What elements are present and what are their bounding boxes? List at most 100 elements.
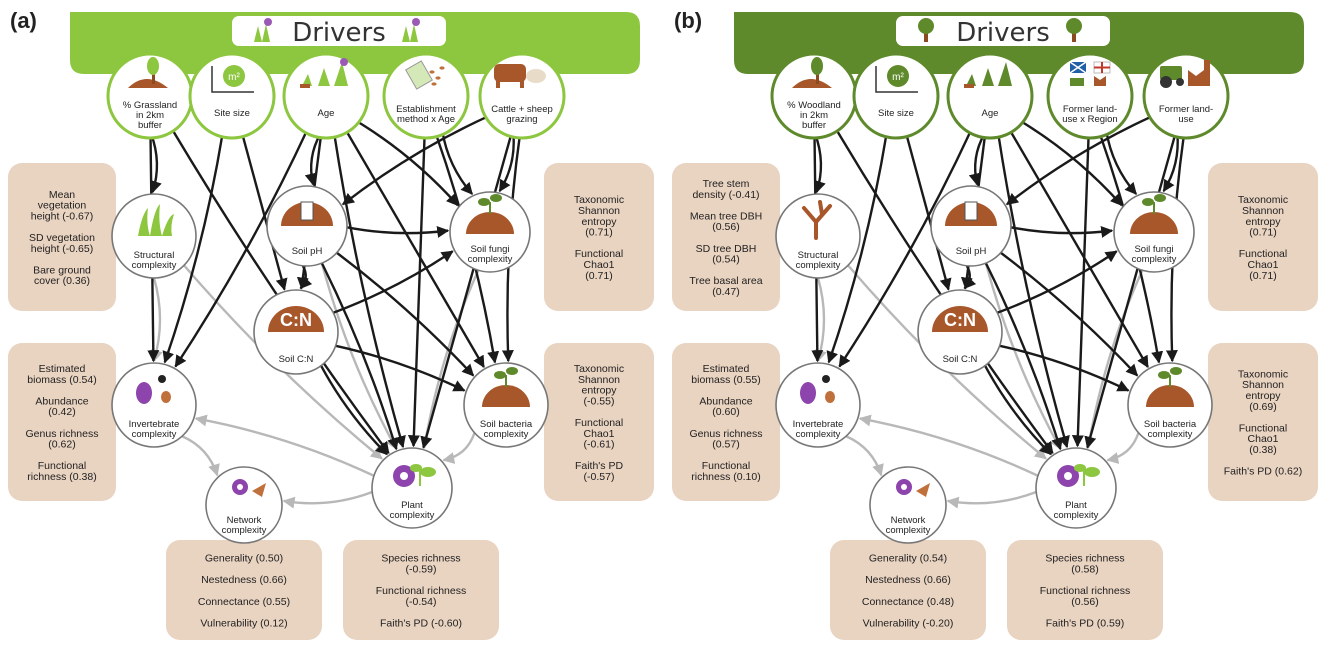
flower-grass-icon <box>402 18 420 42</box>
path-driver <box>332 132 406 449</box>
box-soil-fungi-text: (0.71) <box>585 270 612 282</box>
box-soil-bacteria: TaxonomicShannonentropy(-0.55)Functional… <box>544 343 654 501</box>
path-driver <box>838 128 973 368</box>
insects-icon <box>800 375 835 404</box>
node-soil-ph-label: Soil pH <box>956 246 987 257</box>
box-soil-bacteria-text: Taxonomic <box>574 363 624 375</box>
box-structural-text: height (-0.67) <box>31 210 93 222</box>
cattle-sheep-icon <box>494 64 546 88</box>
box-structural-text: (0.56) <box>712 221 739 233</box>
box-soil-fungi: TaxonomicShannonentropy(0.71)FunctionalC… <box>544 163 654 311</box>
node-soil-ph: Soil pH <box>930 185 1012 267</box>
path-light <box>194 414 375 477</box>
driver-woodland-label: in 2km <box>800 110 828 121</box>
path-light <box>282 490 373 509</box>
box-invertebrate-text: (0.60) <box>712 406 739 418</box>
box-invertebrate-text: Abundance <box>35 395 88 407</box>
woodland-icon <box>792 57 832 88</box>
path-light <box>151 277 163 363</box>
path-light <box>320 262 398 451</box>
box-plant-text: (0.58) <box>1071 563 1098 575</box>
box-structural-text: Bare ground <box>33 264 91 276</box>
node-soil-bacteria-label: Soil bacteria <box>480 419 533 430</box>
flower-grass-icon <box>254 18 272 42</box>
path-driver <box>420 132 513 449</box>
path-light <box>181 435 220 477</box>
box-invertebrate-text: Estimated <box>39 363 86 375</box>
box-network-text: Connectance (0.55) <box>198 596 290 608</box>
path-soil <box>999 344 1130 392</box>
box-structural-text: (0.54) <box>712 254 739 266</box>
box-soil-fungi-text: entropy <box>1245 216 1281 228</box>
path-light <box>845 435 884 477</box>
path-driver <box>174 128 309 368</box>
path-driver <box>1005 114 1154 206</box>
path-driver <box>1104 130 1138 195</box>
driver-landuse: Former land-use <box>1142 52 1230 140</box>
box-plant-text: Functional richness <box>1040 585 1130 597</box>
path-soil <box>984 262 1063 451</box>
path-driver <box>1071 133 1090 448</box>
soil-fungi-icon <box>1130 194 1178 234</box>
path-light <box>946 490 1037 509</box>
box-invertebrate-text: biomass (0.55) <box>691 374 760 386</box>
box-soil-fungi-text: Chao1 <box>584 259 615 271</box>
box-soil-fungi-text: Chao1 <box>1248 259 1279 271</box>
path-light <box>442 432 476 464</box>
box-network: Generality (0.54)Nestedness (0.66)Connec… <box>830 540 986 640</box>
path-driver <box>440 130 474 195</box>
path-soil <box>336 251 475 377</box>
path-driver <box>498 132 515 193</box>
node-soil-fungi-label: complexity <box>1132 254 1177 265</box>
box-structural-text: cover (0.36) <box>34 275 90 287</box>
box-soil-bacteria: TaxonomicShannonentropy(0.69)FunctionalC… <box>1208 343 1318 501</box>
box-invertebrate-text: Genus richness <box>26 428 99 440</box>
box-invertebrate-text: Functional <box>702 460 750 472</box>
flower-butterfly-icon <box>232 479 266 497</box>
bare-tree-icon <box>802 200 832 240</box>
flower-leaf-icon <box>393 464 436 487</box>
driver-site-size-label: Site size <box>878 108 914 119</box>
tree-icon <box>1066 18 1082 42</box>
path-soil <box>332 250 454 314</box>
box-soil-fungi-text: Taxonomic <box>1238 194 1288 206</box>
driver-age: Age <box>946 52 1034 140</box>
box-invertebrate-text: (0.57) <box>712 439 739 451</box>
driver-establishment-label: method x Age <box>397 114 455 125</box>
node-invertebrate-label: Invertebrate <box>129 419 180 430</box>
box-invertebrate-text: (0.62) <box>48 439 75 451</box>
driver-grassland-label: buffer <box>138 120 162 131</box>
box-network-text: Connectance (0.48) <box>862 596 954 608</box>
node-plant-label: complexity <box>390 510 435 521</box>
box-network: Generality (0.50)Nestedness (0.66)Connec… <box>166 540 322 640</box>
area-icon-label: m² <box>228 72 240 83</box>
node-soil-bacteria-label: complexity <box>1148 429 1193 440</box>
tractor-factory-icon <box>1160 60 1210 88</box>
box-plant: Species richness(-0.59)Functional richne… <box>343 540 499 640</box>
seed-packet-icon <box>405 60 445 90</box>
path-driver <box>344 128 485 369</box>
flags-tractor-icon <box>1069 61 1111 86</box>
box-soil-bacteria-text: (0.38) <box>1249 444 1276 456</box>
node-soil-bacteria-label: Soil bacteria <box>1144 419 1197 430</box>
node-soil-ph-label: Soil pH <box>292 246 323 257</box>
node-plant-label: complexity <box>1054 510 1099 521</box>
driver-grassland-label: in 2km <box>136 110 164 121</box>
box-soil-bacteria-text: (0.69) <box>1249 401 1276 413</box>
path-driver <box>1008 128 1149 369</box>
node-structural-label: Structural <box>798 250 839 261</box>
node-network-label: complexity <box>886 525 931 536</box>
flower-butterfly-icon <box>896 479 930 497</box>
path-light <box>1106 432 1140 464</box>
driver-landuse-label: use <box>1178 114 1193 125</box>
driver-grassland-label: % Grassland <box>123 100 177 111</box>
area-icon: m² <box>875 65 918 93</box>
box-soil-fungi-text: (0.71) <box>1249 270 1276 282</box>
